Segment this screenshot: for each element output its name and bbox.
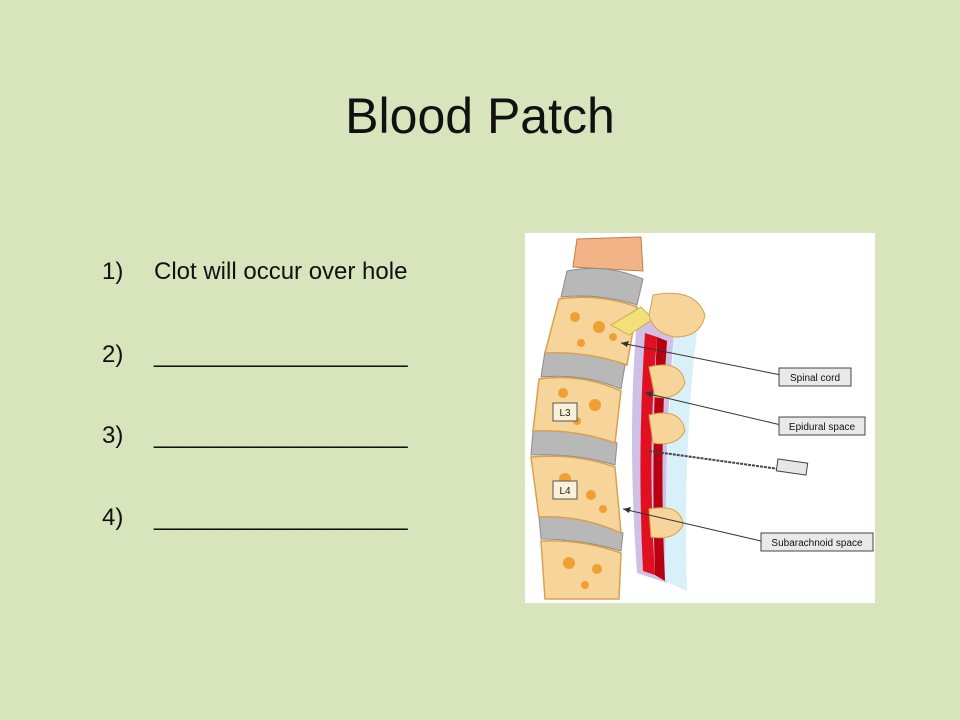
spinous-process [648, 292, 706, 338]
label-box-l3 [552, 402, 578, 422]
vertebral-body [540, 540, 622, 600]
list-item-blank: ___________________ [154, 341, 408, 368]
list-item-number: 2) [102, 341, 124, 368]
callout-arrowheads [621, 341, 653, 513]
list-item-number: 1) [102, 258, 124, 285]
callout-box-spinal-cord [778, 367, 852, 387]
slide-title: Blood Patch [345, 88, 615, 144]
label-l3: L3 [559, 408, 571, 419]
callout-spinal-cord: Spinal cord [790, 373, 840, 384]
list-item-blank: ___________________ [154, 422, 408, 449]
disc [560, 267, 644, 306]
callout-box-subarachnoid-space [760, 532, 874, 552]
list-item: 2) ___________________ [102, 335, 482, 375]
spine-illustration: L3 L4 Spinal cord Epidural space Subarac… [525, 233, 875, 603]
upper-bone-cap [572, 236, 644, 272]
list-item-number: 4) [102, 504, 124, 531]
list-item-blank: ___________________ [154, 504, 408, 531]
spinous-process [648, 412, 686, 445]
list-item: 4) ___________________ [102, 498, 482, 538]
callout-subarachnoid-space: Subarachnoid space [771, 538, 863, 549]
spinous-process [648, 507, 684, 539]
callout-box-epidural-space [778, 416, 866, 436]
callout-lines [620, 342, 782, 542]
list-item-number: 3) [102, 422, 124, 449]
list-item-text: Clot will occur over hole [154, 258, 408, 285]
needle-hub [775, 458, 809, 476]
list-item: 3) ___________________ [102, 416, 482, 456]
vertebral-body [544, 296, 638, 367]
label-box-l4 [552, 480, 578, 500]
needle-shaft [648, 450, 780, 470]
numbered-list: 1) Clot will occur over hole 2) ________… [102, 253, 482, 538]
callout-epidural-space: Epidural space [789, 422, 856, 433]
spine-diagram: L3 L4 Spinal cord Epidural space Subarac… [530, 236, 874, 600]
list-item: 1) Clot will occur over hole [102, 253, 482, 291]
label-l4: L4 [559, 486, 571, 497]
